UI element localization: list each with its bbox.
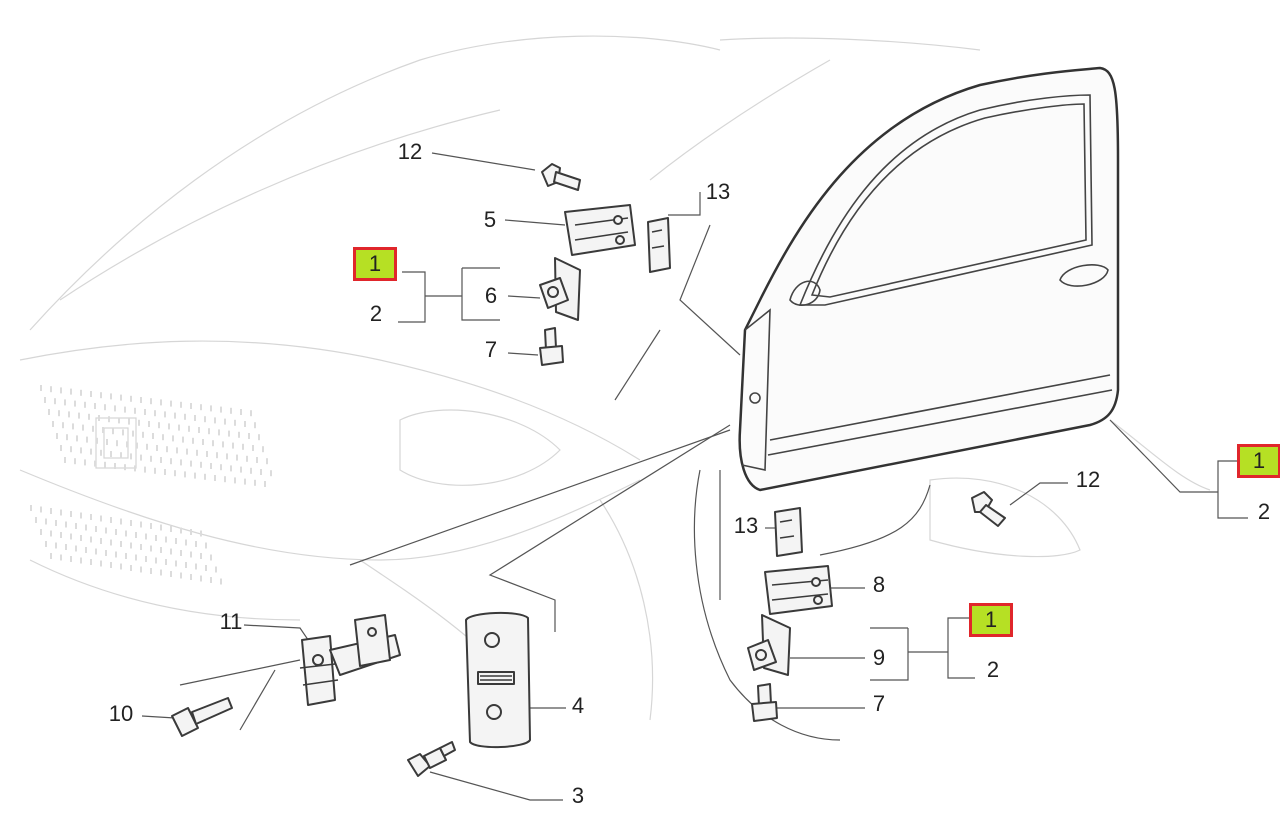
callout-7-low: 7 bbox=[872, 691, 886, 716]
callout-13-low: 13 bbox=[733, 513, 759, 538]
bolt-10-icon bbox=[171, 697, 233, 737]
hinge-5-icon bbox=[564, 204, 636, 256]
lower-hinge-parts bbox=[747, 491, 1006, 722]
callout-7-top: 7 bbox=[484, 337, 498, 362]
callout-2-low: 2 bbox=[986, 657, 1000, 682]
callout-4: 4 bbox=[571, 693, 585, 718]
hinge-6-icon bbox=[539, 257, 581, 321]
hinge-9-icon bbox=[747, 614, 791, 676]
callout-2-right: 2 bbox=[1257, 499, 1271, 524]
shim-13-upper-icon bbox=[647, 217, 671, 273]
callout-8: 8 bbox=[872, 572, 886, 597]
callout-1-low-highlighted[interactable]: 1 bbox=[969, 603, 1013, 637]
callout-12-right: 12 bbox=[1075, 467, 1101, 492]
hinge-8-icon bbox=[764, 565, 833, 615]
callout-1-top-highlighted[interactable]: 1 bbox=[353, 247, 397, 281]
striker-pin-3-icon bbox=[407, 741, 456, 777]
striker-plate-4-icon bbox=[465, 611, 531, 749]
callout-9: 9 bbox=[872, 645, 886, 670]
callout-10: 10 bbox=[108, 701, 134, 726]
bolt-12-upper-icon bbox=[541, 163, 581, 191]
callout-13-top: 13 bbox=[705, 179, 731, 204]
grille-pattern-background bbox=[30, 385, 272, 585]
callout-2-top: 2 bbox=[369, 301, 383, 326]
callout-6: 6 bbox=[484, 283, 498, 308]
bolt-7-lower-icon bbox=[751, 683, 778, 722]
door-check-parts bbox=[171, 611, 531, 777]
callout-5: 5 bbox=[483, 207, 497, 232]
door-check-11-icon bbox=[299, 614, 401, 706]
shim-13-lower-icon bbox=[774, 507, 803, 557]
bolt-12-lower-icon bbox=[971, 491, 1006, 527]
upper-hinge-parts bbox=[539, 163, 671, 366]
callout-11: 11 bbox=[219, 609, 243, 634]
front-door-panel bbox=[738, 66, 1120, 492]
callout-3: 3 bbox=[571, 783, 585, 808]
bolt-7-upper-icon bbox=[539, 327, 564, 366]
callout-1-right-highlighted[interactable]: 1 bbox=[1237, 444, 1280, 478]
callout-12-top: 12 bbox=[397, 139, 423, 164]
leader-lines bbox=[141, 152, 1248, 801]
